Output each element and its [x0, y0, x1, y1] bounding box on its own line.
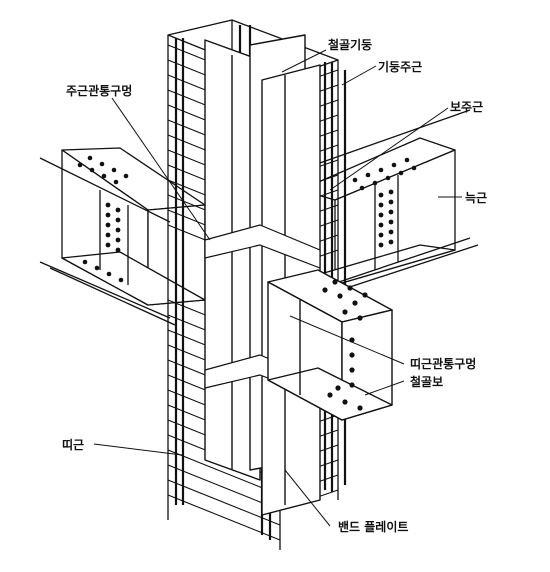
left-beam-bolts — [77, 155, 129, 283]
front-beam-bolts — [322, 279, 368, 411]
steel-beam-label: 철골보 — [410, 375, 444, 389]
web-rebar-label: 늑근 — [465, 191, 488, 205]
leader-lines — [93, 49, 462, 527]
band-plate-label: 밴드 플레이트 — [338, 520, 409, 534]
main-rebar-hole-label: 주근관통구멍 — [66, 84, 133, 98]
hoop-hole-label: 띠근관통구멍 — [410, 357, 477, 371]
front-steel-beam — [267, 269, 393, 421]
left-steel-beam — [39, 147, 206, 326]
beam-main-rebar-label: 보주근 — [450, 100, 484, 114]
column-main-rebar-label: 기둥주근 — [378, 60, 423, 74]
hoop-label: 띠근 — [62, 438, 85, 452]
right-steel-beam — [299, 109, 479, 301]
right-beam-bolts — [352, 157, 417, 248]
steel-column-label: 철골기둥 — [328, 38, 373, 52]
